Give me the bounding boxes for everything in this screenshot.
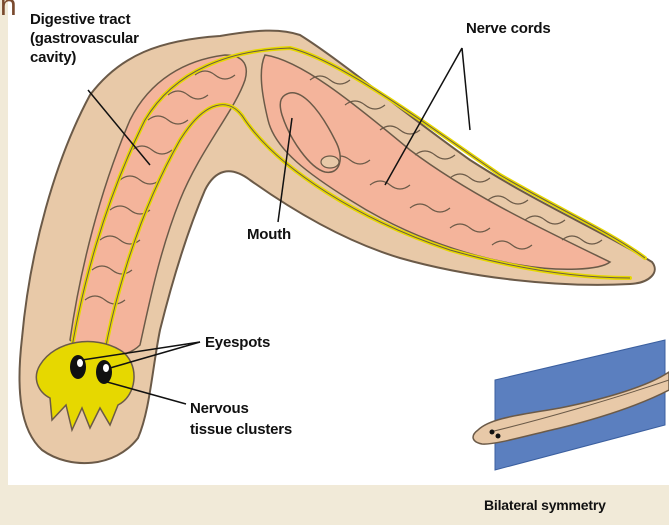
eyespot-left — [70, 355, 86, 379]
heading-fragment: n — [0, 0, 17, 26]
nervous-tissue-clusters-label: Nervous tissue clusters — [190, 398, 292, 440]
nerve-cords-label: Nerve cords — [466, 20, 551, 38]
digestive-tract-label: Digestive tract (gastrovascular cavity) — [30, 10, 139, 67]
mouth-label: Mouth — [247, 226, 291, 244]
eyespots-label: Eyespots — [205, 334, 270, 352]
bilateral-symmetry-label: Bilateral symmetry — [484, 496, 606, 514]
